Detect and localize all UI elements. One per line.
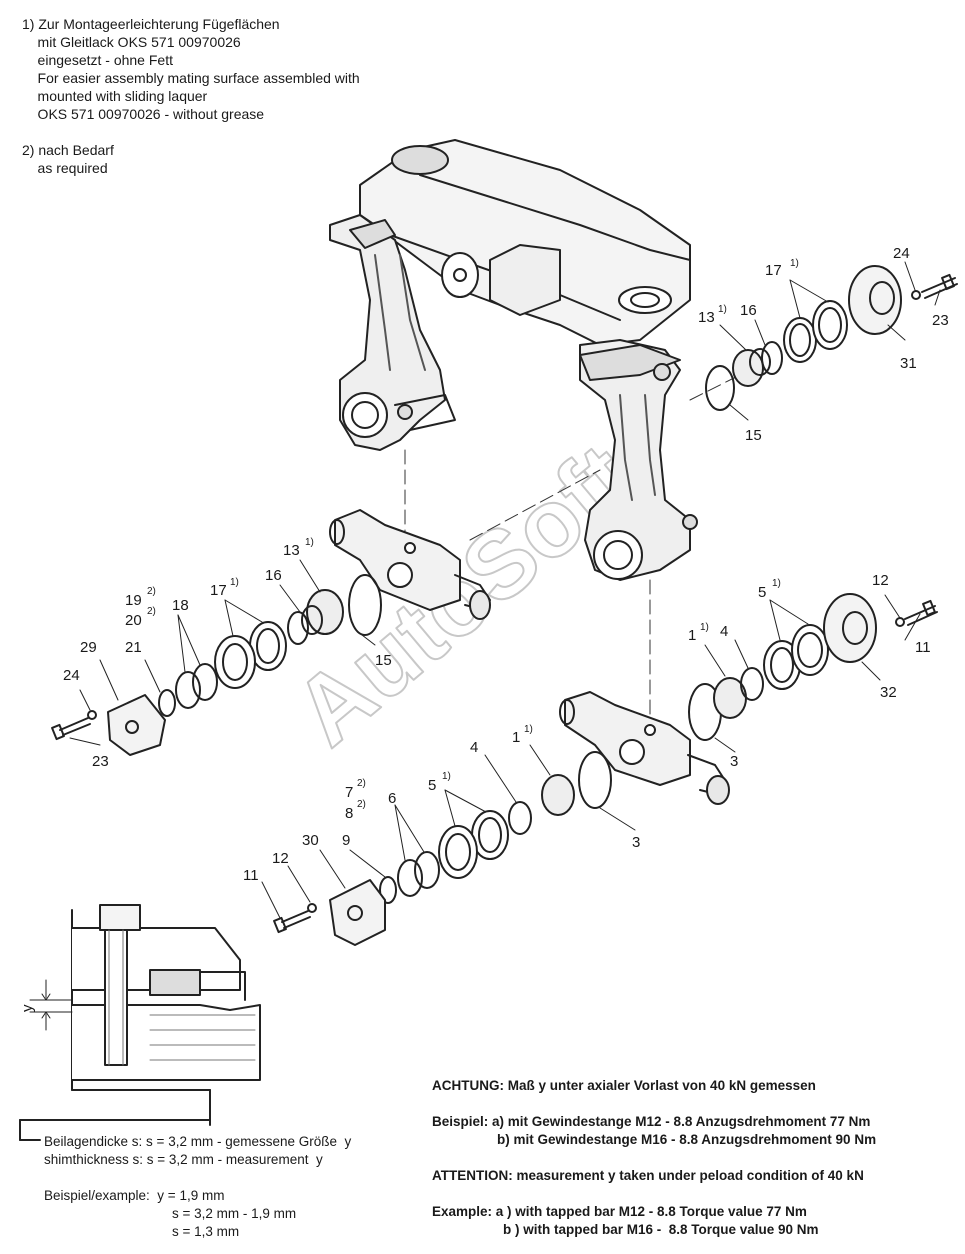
right-leg — [579, 339, 698, 581]
label-20: 20 — [125, 612, 142, 629]
label-21: 21 — [125, 639, 142, 656]
label-24-top: 24 — [893, 245, 910, 262]
label-15-top: 15 — [745, 427, 762, 444]
sup-5-bottom: 1) — [442, 771, 451, 782]
label-3-right: 3 — [730, 753, 738, 770]
label-24-left: 24 — [63, 667, 80, 684]
sup-7: 2) — [357, 778, 366, 789]
label-7: 7 — [345, 784, 353, 801]
label-23-left: 23 — [92, 753, 109, 770]
label-30: 30 — [302, 832, 319, 849]
label-1-right: 1 — [688, 627, 696, 644]
footnote-1-line-6: OKS 571 00970026 - without grease — [22, 106, 265, 122]
label-32: 32 — [880, 684, 897, 701]
label-5-right: 5 — [758, 584, 766, 601]
sup-13-mid: 1) — [305, 537, 314, 548]
footnote-1-line-4: For easier assembly mating surface assem… — [22, 70, 360, 86]
middle-left-parts — [51, 574, 382, 756]
section-detail — [19, 904, 261, 1141]
attention-de-example-a: Beispiel: a) mit Gewindestange M12 - 8.8… — [432, 1114, 871, 1129]
label-18: 18 — [172, 597, 189, 614]
sup-5-right: 1) — [772, 578, 781, 589]
shim-example-3: s = 1,3 mm — [172, 1224, 240, 1239]
label-13-mid: 13 — [283, 542, 300, 559]
footnote-1-line-3: eingesetzt - ohne Fett — [22, 52, 173, 68]
footnote-1-line-5: mounted with sliding laquer — [22, 88, 208, 104]
footnote-1-line-1: 1) Zur Montageerleichterung Fügeflächen — [22, 16, 280, 32]
attention-de: ACHTUNG: Maß y unter axialer Vorlast von… — [432, 1078, 816, 1093]
label-3-bottom: 3 — [632, 834, 640, 851]
label-y: y — [19, 1004, 36, 1012]
lower-shaft — [559, 691, 730, 805]
label-17-top: 17 — [765, 262, 782, 279]
sup-13-top: 1) — [718, 304, 727, 315]
label-12-bottom: 12 — [272, 850, 289, 867]
label-31: 31 — [900, 355, 917, 372]
footnote-1-line-2: mit Gleitlack OKS 571 00970026 — [22, 34, 241, 50]
leader-lines — [69, 261, 941, 919]
sup-19: 2) — [147, 586, 156, 597]
shim-line-en: shimthickness s: s = 3,2 mm - measuremen… — [44, 1152, 323, 1167]
sup-17-top: 1) — [790, 258, 799, 269]
label-13-top: 13 — [698, 309, 715, 326]
label-16-top: 16 — [740, 302, 757, 319]
label-9: 9 — [342, 832, 350, 849]
label-4-right: 4 — [720, 623, 728, 640]
label-12-right: 12 — [872, 572, 889, 589]
part-labels: 24 23 17 1) 13 1) 16 31 15 13 1) 16 17 1… — [19, 245, 949, 1012]
label-11-bottom: 11 — [243, 867, 259, 884]
lower-right-parts — [688, 593, 938, 741]
label-11-right: 11 — [915, 639, 931, 656]
label-1-bottom: 1 — [512, 729, 520, 746]
upper-shaft — [329, 509, 491, 620]
sup-17-mid: 1) — [230, 577, 239, 588]
attention-en-example-a: Example: a ) with tapped bar M12 - 8.8 T… — [432, 1204, 807, 1219]
upper-right-parts — [705, 265, 958, 411]
sup-1-bottom: 1) — [524, 724, 533, 735]
sup-1-right: 1) — [700, 622, 709, 633]
sup-20: 2) — [147, 606, 156, 617]
label-8: 8 — [345, 805, 353, 822]
shim-line-de: Beilagendicke s: s = 3,2 mm - gemessene … — [44, 1134, 352, 1149]
attention-en-example-b: b ) with tapped bar M16 - 8.8 Torque val… — [503, 1222, 819, 1237]
footnote-2-line-1: 2) nach Bedarf — [22, 142, 114, 158]
label-6: 6 — [388, 790, 396, 807]
footnote-2-line-2: as required — [22, 160, 108, 176]
shim-example-1: Beispiel/example: y = 1,9 mm — [44, 1188, 225, 1203]
label-16-mid: 16 — [265, 567, 282, 584]
label-23-top: 23 — [932, 312, 949, 329]
label-29: 29 — [80, 639, 97, 656]
left-leg — [329, 214, 456, 451]
sup-8: 2) — [357, 799, 366, 810]
attention-en: ATTENTION: measurement y taken under pel… — [432, 1168, 864, 1183]
attention-de-example-b: b) mit Gewindestange M16 - 8.8 Anzugsdre… — [497, 1132, 877, 1147]
label-5-bottom: 5 — [428, 777, 436, 794]
label-15-mid: 15 — [375, 652, 392, 669]
label-19: 19 — [125, 592, 142, 609]
label-4-bottom: 4 — [470, 739, 478, 756]
label-17-mid: 17 — [210, 582, 227, 599]
bottom-parts — [273, 751, 612, 946]
shim-example-2: s = 3,2 mm - 1,9 mm — [172, 1206, 297, 1221]
